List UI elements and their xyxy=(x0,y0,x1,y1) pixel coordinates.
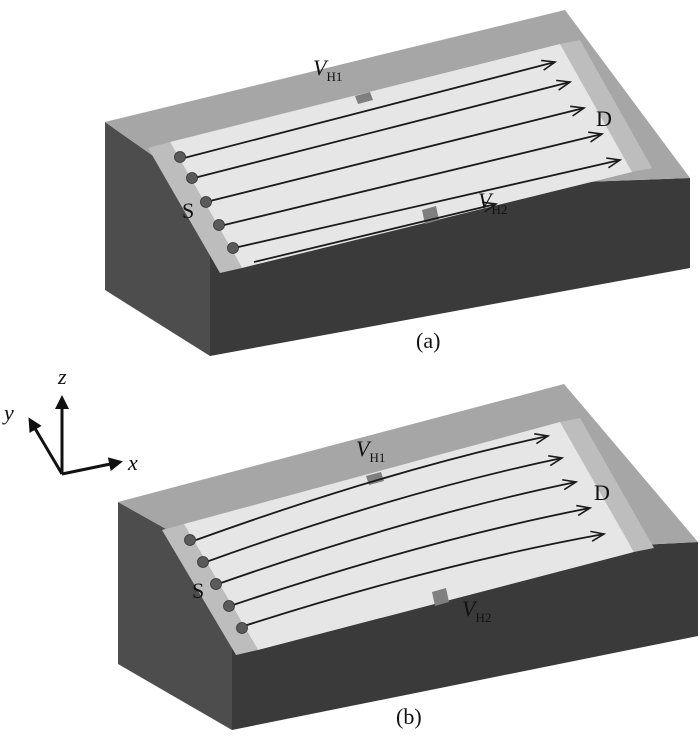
electron-dot xyxy=(236,622,248,634)
trajectory-arrow xyxy=(205,108,584,203)
electron-dot xyxy=(227,242,239,254)
electron-trajectories xyxy=(195,436,604,627)
gate-contact-top xyxy=(355,92,373,104)
gate-label-bottom: VH2 xyxy=(478,188,507,217)
source-electrode-strip xyxy=(162,524,258,655)
gate-label-bottom: VH2 xyxy=(462,596,491,625)
electron-dot xyxy=(210,578,222,590)
electron-dot xyxy=(174,151,186,163)
electron-dot xyxy=(197,556,209,568)
gate-label-top: VH1 xyxy=(313,55,342,84)
electron-dot xyxy=(223,600,235,612)
source-label: S xyxy=(182,198,194,223)
drain-electrode-strip xyxy=(560,418,654,552)
trajectory-arrow xyxy=(195,436,548,541)
x-axis xyxy=(61,457,123,476)
trajectory-arrow xyxy=(233,160,620,249)
caption-a: (a) xyxy=(416,328,440,353)
trajectory-arrow xyxy=(253,204,496,263)
device-diagram-b: VH1 VH2 D S (b) xyxy=(118,384,698,730)
caption-b: (b) xyxy=(396,704,422,729)
z-axis-label: z xyxy=(57,364,67,389)
electrons xyxy=(174,151,239,254)
electron-dot xyxy=(186,172,198,184)
trajectory-arrow xyxy=(193,82,570,179)
channel-region xyxy=(170,44,632,268)
trajectory-arrow xyxy=(219,134,602,227)
y-axis-label: y xyxy=(2,400,14,425)
coordinate-axes: z y x xyxy=(2,364,138,476)
y-axis xyxy=(28,417,64,475)
source-label: S xyxy=(192,578,204,603)
electron-dot xyxy=(200,196,212,208)
electron-dot xyxy=(184,534,196,546)
electron-dot xyxy=(213,219,225,231)
electron-trajectories xyxy=(183,62,620,263)
gate-contact-bottom xyxy=(432,588,449,606)
drain-label: D xyxy=(594,480,610,505)
device-diagram-a: VH1 VH2 D S (a) xyxy=(105,10,690,356)
trajectory-arrow xyxy=(183,62,555,159)
drain-label: D xyxy=(596,106,612,131)
channel-region xyxy=(184,422,634,650)
drain-electrode-strip xyxy=(560,40,652,172)
trajectory-arrow xyxy=(243,534,604,627)
trajectory-arrow xyxy=(229,508,590,607)
electrons xyxy=(184,534,248,634)
gate-label-top: VH1 xyxy=(356,436,385,465)
x-axis-label: x xyxy=(127,450,138,475)
trajectory-arrow xyxy=(205,458,562,563)
trajectory-arrow xyxy=(217,482,576,585)
source-electrode-strip xyxy=(148,142,242,273)
